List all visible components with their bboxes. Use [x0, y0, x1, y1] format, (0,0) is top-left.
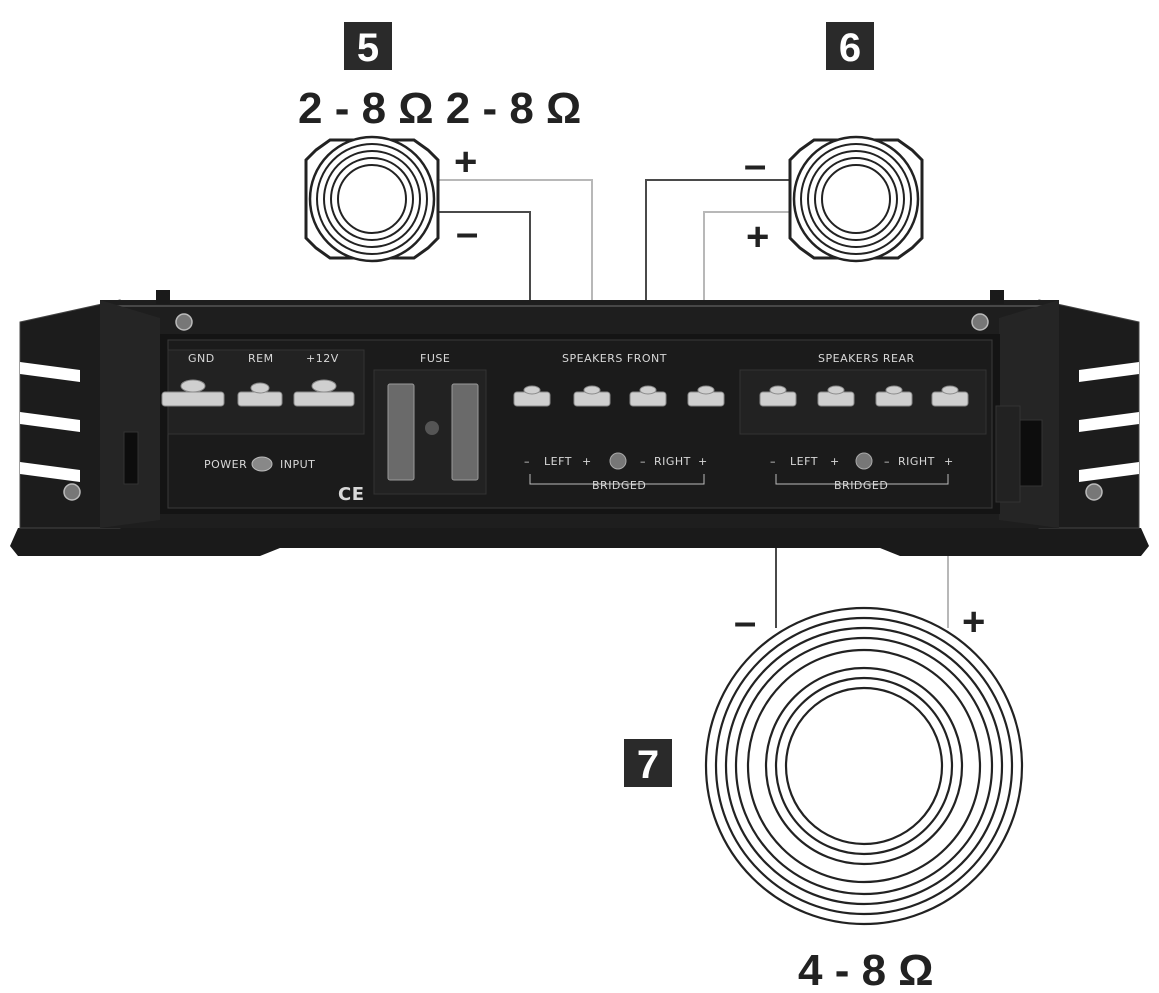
rear-left-plus: + — [830, 455, 840, 468]
front-right-plus: + — [698, 455, 708, 468]
plus-sign-right: + — [746, 215, 769, 259]
badge-6: 6 — [826, 22, 874, 70]
front-left-minus: – — [524, 455, 530, 468]
speaker-front-right — [788, 135, 924, 263]
label-12v: +12V — [306, 352, 339, 365]
badge-7: 7 — [624, 739, 672, 787]
front-terminals — [513, 385, 725, 407]
badge-5: 5 — [344, 22, 392, 70]
label-input: INPUT — [280, 458, 315, 471]
minus-sign-right: – — [744, 143, 766, 187]
rear-left-label: LEFT — [790, 455, 818, 468]
front-left-plus: + — [582, 455, 592, 468]
subwoofer — [704, 606, 1024, 926]
rear-right-minus: – — [884, 455, 890, 468]
impedance-label-front: 2 - 8 Ω 2 - 8 Ω — [298, 84, 581, 133]
rear-terminals — [759, 385, 969, 407]
front-right-label: RIGHT — [654, 455, 691, 468]
rear-right-plus: + — [944, 455, 954, 468]
front-left-label: LEFT — [544, 455, 572, 468]
label-rem: REM — [248, 352, 274, 365]
rear-right-label: RIGHT — [898, 455, 935, 468]
label-power: POWER — [204, 458, 247, 471]
front-right-minus: – — [640, 455, 646, 468]
power-input-led — [251, 456, 273, 472]
plus-sign-left: + — [454, 140, 477, 184]
impedance-label-sub: 4 - 8 Ω — [798, 946, 934, 993]
minus-sign-left: – — [456, 211, 478, 255]
badge-5-text: 5 — [357, 26, 379, 70]
plus-sign-sub: + — [962, 600, 985, 644]
badge-7-text: 7 — [637, 743, 659, 787]
badge-6-text: 6 — [839, 26, 861, 70]
label-gnd: GND — [188, 352, 215, 365]
ce-mark: CE — [338, 484, 365, 505]
label-speakers-front: SPEAKERS FRONT — [562, 352, 667, 365]
amplifier: GND REM +12V POWER INPUT CE FUSE SPEAKER… — [10, 290, 1149, 556]
label-speakers-rear: SPEAKERS REAR — [818, 352, 915, 365]
speaker-front-left — [304, 135, 440, 263]
label-fuse: FUSE — [420, 352, 450, 365]
front-bridged-label: BRIDGED — [592, 479, 646, 492]
rear-left-minus: – — [770, 455, 776, 468]
rear-bridged-label: BRIDGED — [834, 479, 888, 492]
minus-sign-sub: – — [734, 600, 756, 644]
